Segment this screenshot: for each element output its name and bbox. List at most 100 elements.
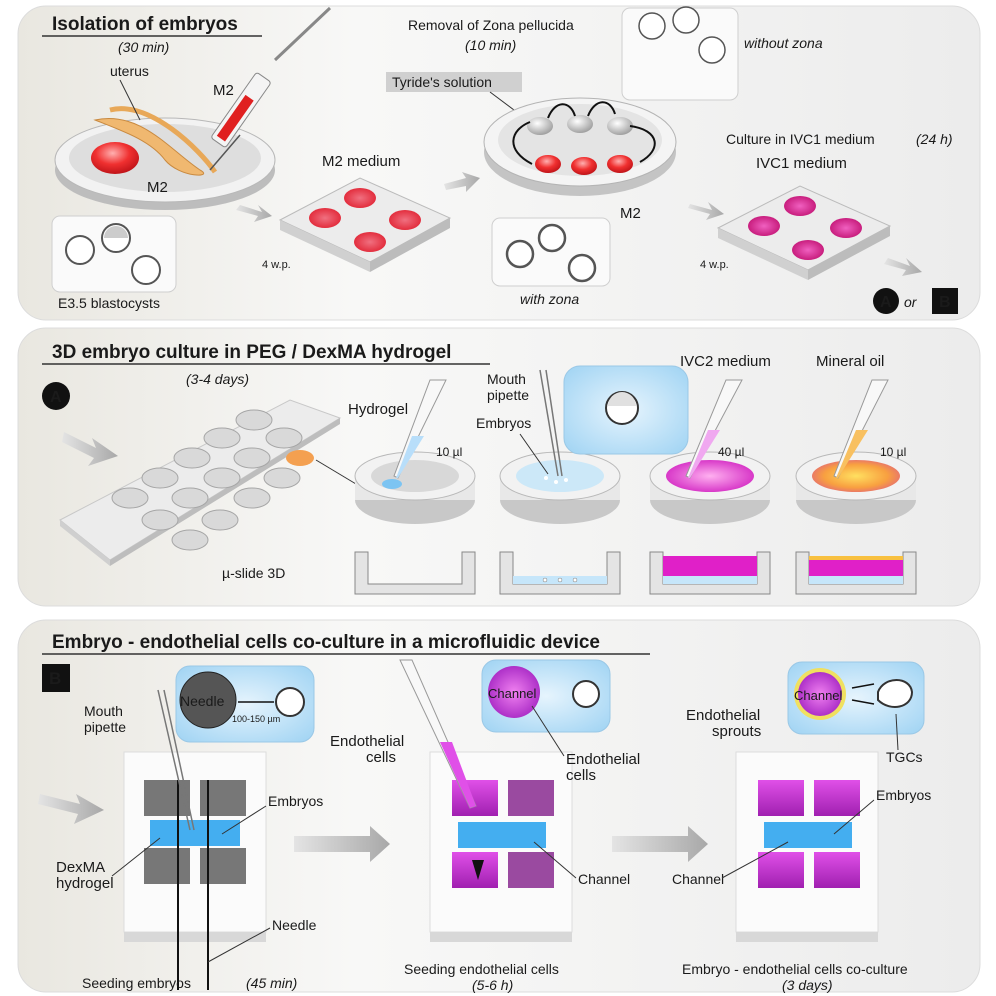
flow-arrow-3 [688,202,724,220]
coculture-label: Embryo - endothelial cells co-culture [682,961,908,977]
dexma-label-2: hydrogel [56,875,114,892]
cross-section-3 [649,551,771,595]
without-zona-callout [621,6,739,101]
panel-2-time: (3-4 days) [186,371,249,387]
well-embryos [499,369,621,524]
well-hydrogel [354,379,476,524]
tgcs-label: TGCs [886,749,923,765]
embryos-1-leader [221,805,267,835]
coculture-time: (3 days) [782,977,833,993]
seeding-embryos-time: (45 min) [246,975,297,991]
seeding-endo-time: (5-6 h) [472,977,513,993]
sprouts-label-2: sprouts [712,723,761,740]
mouth-pipette-label-2: pipette [487,387,529,403]
with-zona-callout [491,217,611,287]
uterus-label: uterus [110,63,149,79]
culture-time: (24 h) [916,131,953,147]
blastocysts-label: E3.5 blastocysts [58,295,160,311]
cross-section-2 [499,551,621,595]
channel-1-label: Channel [578,871,630,887]
flow-arrow-4 [884,258,922,276]
panel-2-badge-circle [42,382,70,410]
device-coculture [735,751,879,942]
panel-isolation: Isolation of embryos (30 min) uterus M2 … [17,5,981,321]
tyride-bg [386,72,522,92]
dexma-leader [111,837,161,877]
flow-arrow-8 [612,826,708,862]
mouth-label-2: pipette [84,719,126,735]
well-ivc2 [649,379,771,524]
petri-dish-uterus [54,106,276,210]
dexma-label-1: DexMA [56,859,105,876]
channel-zoom-callout-1 [481,659,611,733]
m2-syringe-label: M2 [213,82,234,99]
panel-3d-culture: 3D embryo culture in PEG / DexMA hydroge… [17,327,981,607]
tgcs-leader [895,713,899,751]
wp2-label: 4 w.p. [700,259,729,271]
panel-coculture: Embryo - endothelial cells co-culture in… [17,619,981,993]
endo-left-label-1: Endothelial [330,733,404,750]
panel-2-background [17,327,981,607]
syringe [209,6,332,171]
panel-2-badge-text: A [50,389,62,406]
panel-3-title: Embryo - endothelial cells co-culture in… [52,632,600,653]
oil-label: Mineral oil [816,353,884,370]
needle-zoom-callout [175,665,315,743]
embryos-label-1: Embryos [268,793,323,809]
uterus-shape [93,118,204,176]
or-text: or [904,294,918,310]
zona-dish [483,97,677,196]
channel-1-leader [533,841,577,879]
endo-left-label-2: cells [366,749,396,766]
slide-label: µ-slide 3D [222,565,285,581]
panel-1-title: Isolation of embryos [52,14,238,35]
badge-a-circle [873,288,899,314]
device-seeding-endothelial [399,659,573,942]
flow-arrow-1 [236,205,272,222]
zona-time: (10 min) [465,37,516,53]
sprouts-label-1: Endothelial [686,707,760,724]
mouth-label-1: Mouth [84,703,123,719]
needle-callout-label: Needle [180,693,225,709]
flow-arrow-5 [62,432,118,466]
embryos-label-2: Embryos [876,787,931,803]
flow-arrow-6 [38,794,104,824]
endo-right-label-2: cells [566,767,596,784]
hydrogel-volume: 10 µl [436,445,462,459]
badge-b-text: B [939,294,951,311]
channel-2-label: Channel [672,871,724,887]
needle-label: Needle [272,917,317,933]
uterus-horn [109,106,218,174]
badge-a-text: A [880,294,892,311]
channel-2-leader [721,841,789,879]
badge-b-square [932,288,958,314]
device-seeding-embryos [123,689,267,990]
embryos-label: Embryos [476,415,531,431]
without-zona-label: without zona [744,35,823,51]
m2-dish-label: M2 [147,179,168,196]
four-well-plate-m2 [278,177,452,272]
endo-right-leader [531,705,565,757]
ivc1-label: IVC1 medium [756,155,847,172]
wp1-label: 4 w.p. [262,259,291,271]
hydrogel-label: Hydrogel [348,401,408,418]
channel-callout-2-label: Channel [794,688,843,703]
mouth-pipette-label-1: Mouth [487,371,526,387]
oil-volume: 10 µl [880,445,906,459]
m2-zona-label: M2 [620,205,641,222]
seeding-endo-label: Seeding endothelial cells [404,961,559,977]
zona-title: Removal of Zona pellucida [408,17,574,33]
slide-leader [315,459,357,485]
tyride-label: Tyride's solution [392,74,492,90]
flow-arrow-2 [444,172,480,192]
panel-3-badge-square [42,664,70,692]
panel-2-title: 3D embryo culture in PEG / DexMA hydroge… [52,342,451,363]
uterus-leader [119,79,141,121]
four-well-plate-ivc1 [716,185,892,280]
cross-section-4 [795,551,917,595]
culture-label: Culture in IVC1 medium [726,131,875,147]
distance-label: 100-150 µm [232,714,280,724]
mu-slide [59,399,342,566]
